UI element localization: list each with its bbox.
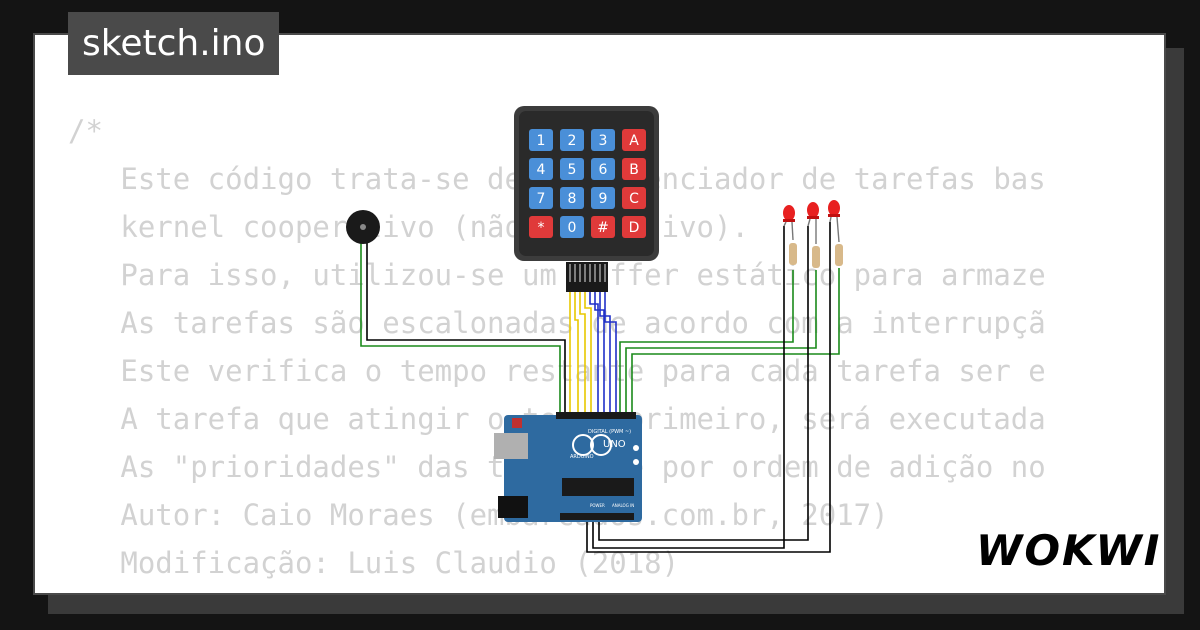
keypad-key-label: 2 [568,133,577,149]
buzzer [346,210,380,244]
keypad-wire-3 [579,292,586,416]
keypad-key[interactable]: 1 [529,129,553,151]
keypad-key[interactable]: 9 [591,187,615,209]
led-2 [807,202,820,268]
keypad-key[interactable]: 5 [560,158,584,180]
keypad-key[interactable]: 4 [529,158,553,180]
usb-port [494,433,528,459]
keypad-key-label: A [629,133,639,149]
keypad-connector [566,262,608,292]
led-1 [783,205,797,265]
code-line: Para isso, utilizou-se um buffer estátic… [68,258,1046,292]
keypad-key[interactable]: 3 [591,129,615,151]
keypad-key-label: 0 [568,220,577,236]
keypad-key-label: B [629,162,639,178]
keypad-key-label: # [597,220,609,236]
arduino-brand-text: ARDUINO [570,454,594,460]
digital-header [556,412,636,419]
keypad-key[interactable]: A [622,129,646,151]
filename-tag: sketch.ino [68,12,280,75]
keypad-key-label: 3 [599,133,608,149]
led2-ground [598,226,809,541]
keypad-key[interactable]: 0 [560,216,584,238]
keypad-key[interactable]: D [622,216,646,238]
led1-wire [619,270,794,416]
led1-ground [592,226,785,549]
keypad-key-label: 9 [599,191,608,207]
led2-wire [625,270,817,416]
keypad-key[interactable]: B [622,158,646,180]
keypad-key-label: 4 [537,162,546,178]
keypad-key-label: 5 [568,162,577,178]
keypad-wire-2 [574,292,579,416]
keypad-wire-8 [604,292,617,416]
buzzer-wire-2 [366,243,566,416]
keypad-key[interactable]: 7 [529,187,553,209]
keypad-key-label: 7 [537,191,546,207]
wires [360,222,840,553]
power-label: POWER [590,503,605,508]
led-3 [828,200,843,266]
analog-label: ANALOG IN [612,503,634,508]
keypad-key[interactable]: 8 [560,187,584,209]
keypad-key[interactable]: C [622,187,646,209]
keypad-key[interactable]: 2 [560,129,584,151]
buzzer-wire-1 [360,243,561,416]
keypad: 1 2 3 A 4 5 6 B 7 8 9 C * 0 # D [514,106,659,292]
reset-button [512,418,522,428]
keypad-key-label: 8 [568,191,577,207]
keypad-wire-4 [584,292,592,416]
keypad-key-label: C [629,191,639,207]
led3-ground [586,222,831,553]
keypad-key[interactable]: # [591,216,615,238]
code-line: As "prioridades" das tarefas é por ordem… [120,450,1046,484]
code-line: Este verifica o tempo restante para cada… [68,354,1046,388]
keypad-key-label: 1 [537,133,546,149]
keypad-key-label: * [538,220,545,236]
arduino-uno: UNO ARDUINO DIGITAL (PWM ~) POWER ANALOG… [494,412,642,522]
led3-wire [631,268,840,416]
mcu-chip [562,478,634,496]
wokwi-logo: WOKWI [976,526,1162,575]
code-line: /* [68,114,103,148]
keypad-key[interactable]: 6 [591,158,615,180]
keypad-key[interactable]: * [529,216,553,238]
power-jack [498,496,528,518]
arduino-logo-text: UNO [603,439,626,450]
analog-header [560,513,634,520]
keypad-key-label: 6 [599,162,608,178]
keypad-key-label: D [629,220,640,236]
digital-label: DIGITAL (PWM ~) [588,429,631,435]
keypad-wire-5 [589,292,599,416]
